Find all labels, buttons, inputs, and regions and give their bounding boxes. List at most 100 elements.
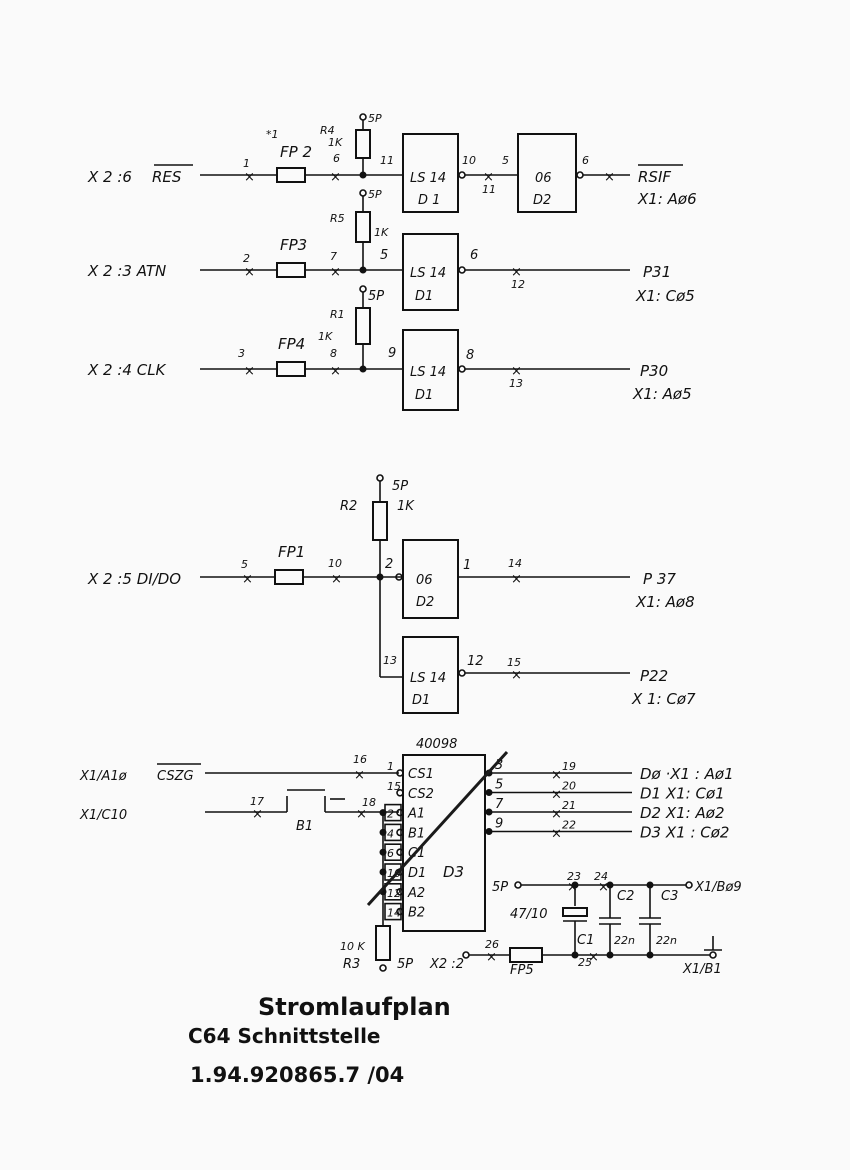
link-label: 19 xyxy=(562,760,576,773)
res-name: R1 xyxy=(330,308,345,321)
resistor-r4 xyxy=(355,129,371,159)
res-name: R5 xyxy=(330,212,345,225)
res-value: 1K xyxy=(318,330,333,343)
pin-number: 6 xyxy=(387,847,394,860)
input-ref: X1/A1ø xyxy=(79,769,128,784)
link-mark: × xyxy=(588,950,599,965)
fuse-fp3 xyxy=(276,262,306,278)
pin-function: CS2 xyxy=(408,787,434,802)
link-mark: × xyxy=(242,572,253,587)
cap-name: C3 xyxy=(661,889,678,904)
link-mark: × xyxy=(354,768,365,783)
res-value: 1K xyxy=(374,226,389,239)
inverter-bubble xyxy=(576,171,584,179)
link-mark: × xyxy=(252,807,263,822)
link-label: 16 xyxy=(353,753,367,766)
pin-function: D1 xyxy=(408,866,426,881)
resistor-r1 xyxy=(355,307,371,345)
fuse-fp5 xyxy=(509,947,543,963)
pin-function: B2 xyxy=(408,906,425,921)
output-signal: D3 X1 : Cø2 xyxy=(640,824,729,842)
supply-out-label: X1/Bø9 xyxy=(694,880,742,895)
resistor-r3 xyxy=(375,925,391,961)
link-label: 11 xyxy=(482,183,496,196)
gate-d1-ls14 xyxy=(402,636,459,714)
supply-terminal xyxy=(359,113,367,121)
drawing-subtitle: C64 Schnittstelle xyxy=(188,1024,381,1048)
pin-label: 1 xyxy=(463,558,471,573)
connector-label: X 2 :3 ATN xyxy=(87,262,166,280)
resistor-r2 xyxy=(372,501,388,541)
gate-name: D2 xyxy=(416,595,434,610)
link-mark: × xyxy=(331,572,342,587)
cap-value: 22n xyxy=(614,934,635,947)
pin-bubble xyxy=(396,788,404,797)
pin-function: A1 xyxy=(407,807,425,822)
pin-function: B1 xyxy=(408,826,425,841)
link-label: 24 xyxy=(594,870,608,883)
chip-name: D3 xyxy=(443,863,464,881)
gate-type: 06 xyxy=(416,573,433,588)
junction xyxy=(606,951,614,959)
signal-label: RES xyxy=(152,168,182,186)
pin-label: 5 xyxy=(380,248,388,263)
pin-label: 13 xyxy=(383,654,397,667)
junction xyxy=(359,266,367,274)
gnd-in-terminal xyxy=(462,951,470,959)
pin-bubble xyxy=(396,907,404,916)
gnd-in-label: X2 :2 xyxy=(429,957,464,972)
res-value: 1K xyxy=(328,136,343,149)
gate-type: LS 14 xyxy=(410,171,446,186)
output-ref: X1: Aø6 xyxy=(637,190,697,208)
link-label: 20 xyxy=(562,780,576,793)
cap-name: C2 xyxy=(617,889,634,904)
supply-label: 5P xyxy=(368,289,384,304)
output-ref: X1: Cø5 xyxy=(635,287,695,305)
gate-d2-06 xyxy=(402,539,459,619)
fuse-label: FP3 xyxy=(280,236,307,254)
link-label: 14 xyxy=(508,557,522,570)
cap-name: C1 xyxy=(577,933,594,948)
gate-name: D2 xyxy=(533,193,551,208)
link-mark: × xyxy=(244,265,255,280)
note-label: *1 xyxy=(266,128,279,141)
supply-terminal xyxy=(376,474,384,482)
gate-name: D1 xyxy=(415,388,433,403)
gate-name: D 1 xyxy=(418,193,440,208)
pin-label: 5 xyxy=(502,154,509,167)
pin-label: 8 xyxy=(466,348,474,363)
link-mark: × xyxy=(244,364,255,379)
pin-label: 11 xyxy=(380,154,394,167)
link-mark: × xyxy=(486,950,497,965)
fuse-label: FP5 xyxy=(510,963,534,978)
pin-label: 12 xyxy=(467,654,484,669)
junction xyxy=(376,573,384,581)
pin-number: 3 xyxy=(495,758,503,773)
link-label: 26 xyxy=(485,938,499,951)
fuse-label: FP4 xyxy=(278,335,305,353)
link-label: 17 xyxy=(250,795,264,808)
pin-label: 2 xyxy=(243,252,250,265)
supply-label: 5P xyxy=(368,188,382,201)
pin-bubble xyxy=(396,769,404,777)
connector-label: X 2 :4 CLK xyxy=(87,361,167,379)
pin-label: 5 xyxy=(241,558,248,571)
link-mark: × xyxy=(330,364,341,379)
strike-through-line xyxy=(366,750,509,907)
link-mark: × xyxy=(511,364,522,379)
title-block: Stromlaufplan C64 Schnittstelle 1.94.920… xyxy=(188,993,451,1087)
output-ref: X 1: Cø7 xyxy=(631,690,696,708)
supply-label: 5P xyxy=(368,112,382,125)
link-label: 15 xyxy=(507,656,521,669)
pin-bubble xyxy=(396,887,404,896)
link-mark: × xyxy=(551,788,562,803)
inverter-bubble xyxy=(458,266,466,274)
input-ref: X1/C10 xyxy=(79,808,127,823)
res-name: R3 xyxy=(343,957,360,972)
cap-value: 22n xyxy=(656,934,677,947)
supply-terminal xyxy=(359,189,367,197)
circuit-di-do: X 2 :5 DI/DO 5 × FP1 × 10 5P R2 1K 2 06 … xyxy=(87,474,696,714)
junction xyxy=(646,951,654,959)
